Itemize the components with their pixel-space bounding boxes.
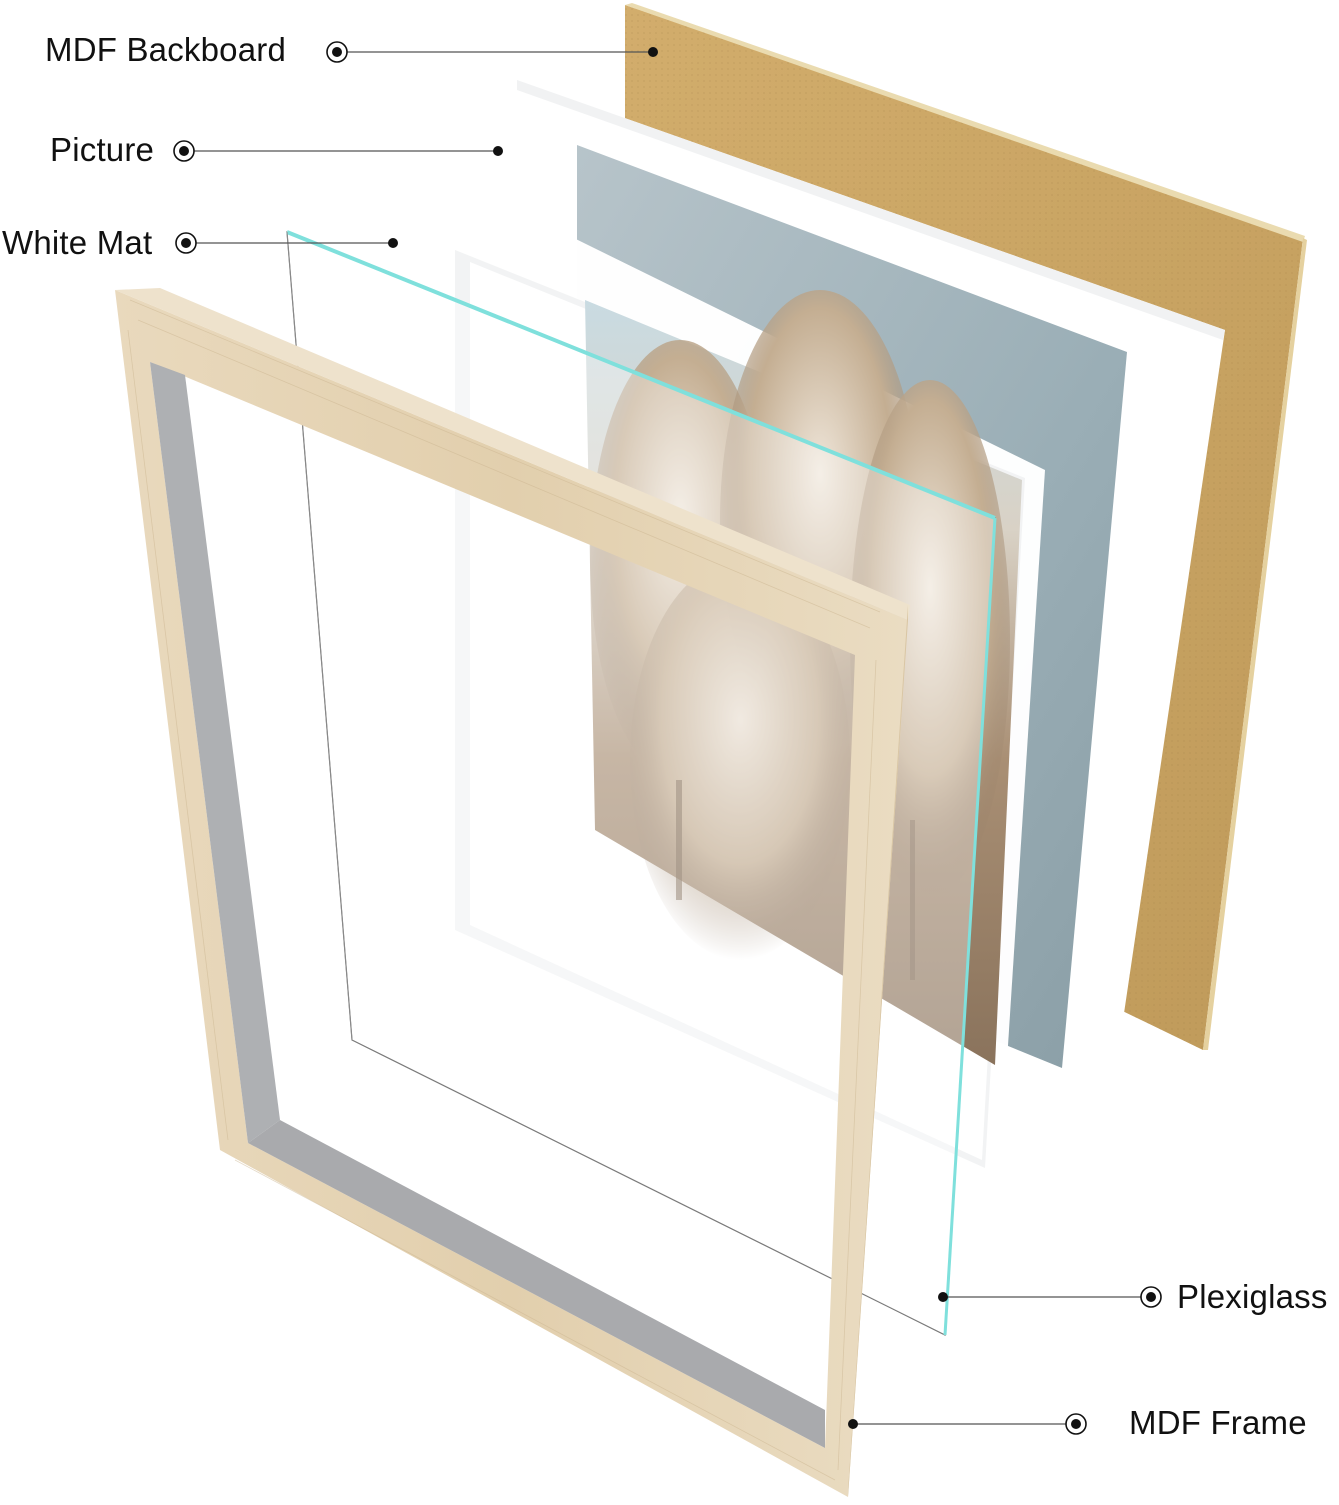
- label-white-mat: White Mat: [2, 224, 153, 261]
- anchor-dots: [388, 47, 948, 1429]
- target-icon-plexi: [1140, 1286, 1162, 1308]
- label-picture: Picture: [50, 131, 155, 168]
- anchor-dot-picture: [493, 146, 503, 156]
- label-plexiglass: Plexiglass: [1177, 1278, 1328, 1315]
- layer-mdf-frame: [115, 288, 910, 1497]
- target-icon-backboard: [326, 41, 348, 63]
- anchor-dot-backboard: [648, 47, 658, 57]
- label-mdf-frame: MDF Frame: [1129, 1404, 1307, 1441]
- label-target-icons: [173, 41, 1162, 1435]
- anchor-dot-plexi: [938, 1292, 948, 1302]
- target-icon-mat: [175, 232, 197, 254]
- layer-plexiglass: [286, 230, 997, 1336]
- anchor-dot-frame: [848, 1419, 858, 1429]
- leader-lines: [193, 51, 1142, 1425]
- target-icon-frame: [1065, 1413, 1087, 1435]
- anchor-dot-mat: [388, 238, 398, 248]
- target-icon-picture: [173, 140, 195, 162]
- label-mdf-backboard: MDF Backboard: [45, 31, 287, 68]
